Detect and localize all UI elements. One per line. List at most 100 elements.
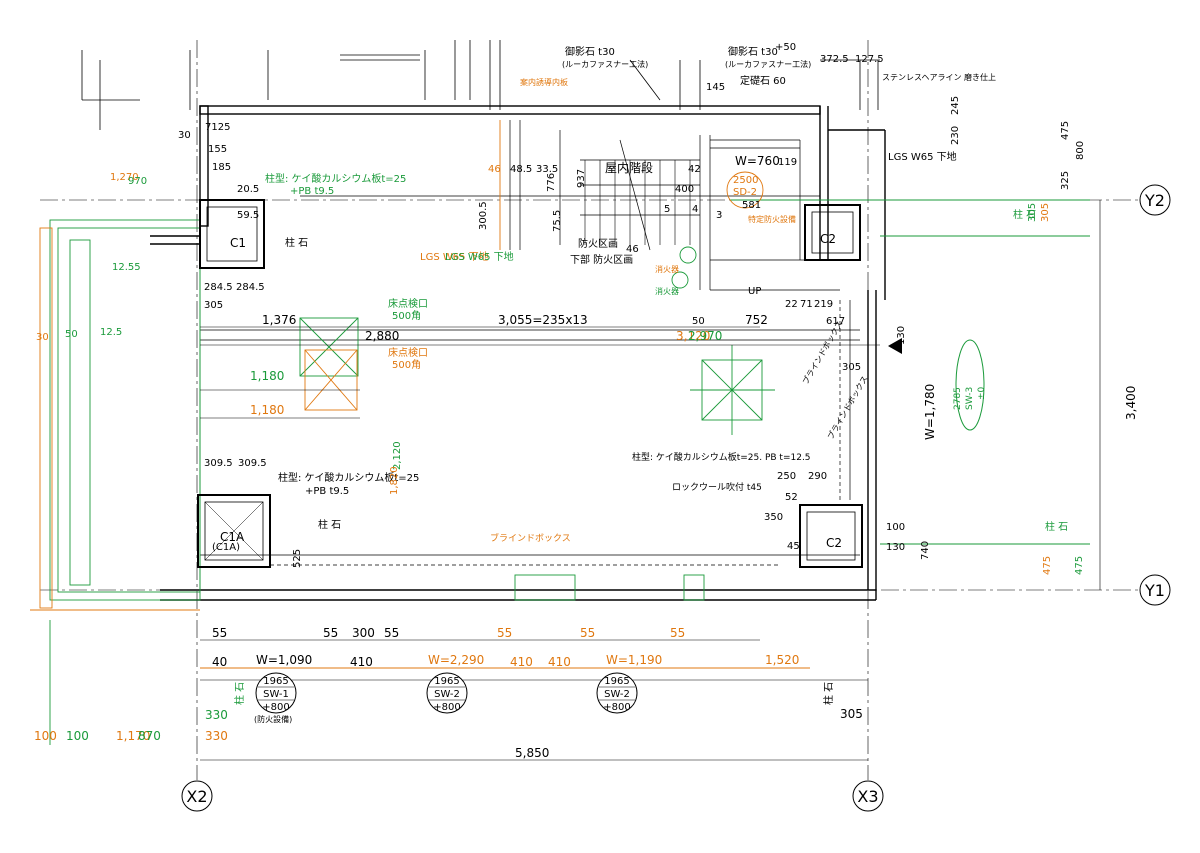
svg-text:Y1: Y1	[1144, 581, 1165, 600]
svg-text:4: 4	[692, 204, 698, 215]
svg-text:870: 870	[138, 729, 161, 743]
svg-text:185: 185	[212, 162, 231, 173]
svg-text:305: 305	[204, 300, 223, 311]
svg-text:W=1,190: W=1,190	[606, 653, 662, 667]
svg-text:752: 752	[745, 313, 768, 327]
svg-text:309.5: 309.5	[204, 458, 233, 469]
column-notes: 柱型: ケイ酸カルシウム板t=25 +PB t9.5 柱型: ケイ酸カルシウム板…	[265, 172, 1068, 533]
grid-bubble-y1: Y1	[1139, 574, 1171, 606]
bottom-dimensions: W=1,090 W=2,290 W=1,190 1,520 410 410 41…	[34, 626, 863, 760]
svg-text:475: 475	[1074, 556, 1085, 575]
svg-text:御影石 t30: 御影石 t30	[565, 45, 615, 58]
svg-text:柱 石: 柱 石	[233, 682, 246, 705]
svg-text:LGS W65 下地: LGS W65 下地	[445, 250, 514, 263]
sw1-window-tag: 1965 SW-1 +800	[255, 672, 297, 714]
svg-text:740: 740	[920, 541, 931, 560]
svg-text:55: 55	[497, 626, 512, 640]
stair-labels: 屋内階段 防火区画 下部 防火区画 消火器 消火器 LGS W65 下地 LGS…	[420, 154, 797, 297]
svg-text:500角: 500角	[392, 310, 421, 322]
svg-text:55: 55	[670, 626, 685, 640]
svg-text:1965: 1965	[434, 676, 459, 687]
svg-text:+50: +50	[775, 42, 796, 53]
svg-text:48.5: 48.5	[510, 164, 532, 175]
svg-text:5: 5	[664, 204, 670, 215]
svg-text:40: 40	[212, 655, 227, 669]
column-c2-upper: C2	[804, 204, 861, 261]
svg-text:475: 475	[1060, 121, 1071, 140]
floor-openings: 床点検口 500角 床点検口 500角	[388, 297, 428, 371]
dimension-lines	[200, 200, 1101, 761]
svg-text:100: 100	[66, 729, 89, 743]
svg-text:+PB t9.5: +PB t9.5	[290, 186, 334, 197]
grid-bubble-x2: X2	[181, 780, 213, 812]
svg-text:284.5: 284.5	[204, 282, 233, 293]
svg-text:3,120: 3,120	[676, 329, 710, 343]
svg-text:(C1A): (C1A)	[212, 542, 240, 553]
sw2-window-tag-b: 1965 SW-2 +800	[596, 672, 638, 714]
svg-text:Y2: Y2	[1144, 191, 1165, 210]
svg-text:581: 581	[742, 200, 761, 211]
svg-text:1,180: 1,180	[250, 403, 284, 417]
svg-text:W=1,090: W=1,090	[256, 653, 312, 667]
svg-text:3,055=235x13: 3,055=235x13	[498, 313, 588, 327]
svg-text:2,120: 2,120	[392, 441, 403, 470]
svg-text:130: 130	[886, 542, 905, 553]
svg-text:330: 330	[205, 729, 228, 743]
svg-text:SW-2: SW-2	[604, 689, 630, 700]
svg-text:(ルーカファスナー工法): (ルーカファスナー工法)	[725, 59, 811, 69]
svg-text:30: 30	[178, 130, 191, 141]
svg-text:2785: 2785	[953, 387, 963, 410]
svg-text:柱 石: 柱 石	[1045, 520, 1068, 533]
upper-context-lines	[81, 40, 880, 130]
svg-text:155: 155	[208, 144, 227, 155]
svg-text:309.5: 309.5	[238, 458, 267, 469]
svg-text:46: 46	[488, 164, 501, 175]
svg-text:300.5: 300.5	[478, 201, 489, 230]
svg-text:71: 71	[800, 299, 813, 310]
svg-text:330: 330	[205, 708, 228, 722]
svg-text:937: 937	[576, 169, 587, 188]
svg-text:SW-3: SW-3	[965, 387, 975, 410]
svg-text:1,520: 1,520	[765, 653, 799, 667]
svg-text:3: 3	[716, 210, 722, 221]
svg-text:C2: C2	[826, 536, 842, 550]
svg-text:525: 525	[292, 549, 303, 568]
svg-text:柱 石: 柱 石	[285, 236, 308, 249]
svg-text:22: 22	[785, 299, 798, 310]
svg-text:372.5: 372.5	[820, 54, 849, 65]
svg-text:50: 50	[692, 316, 705, 327]
svg-text:床点検口: 床点検口	[388, 346, 428, 359]
svg-text:55: 55	[384, 626, 399, 640]
svg-text:20.5: 20.5	[237, 184, 259, 195]
svg-text:46: 46	[626, 244, 639, 255]
svg-text:柱型: ケイ酸カルシウム板t=25: 柱型: ケイ酸カルシウム板t=25	[278, 471, 419, 484]
grid-lines	[40, 40, 1140, 780]
svg-text:145: 145	[706, 82, 725, 93]
middle-dimensions: 1,376 3,055=235x13 752 617 2,880 3,120 2…	[204, 313, 845, 568]
sw3-window-tag: 2785 SW-3 ±0	[953, 339, 987, 431]
svg-text:1965: 1965	[263, 676, 288, 687]
svg-text:100: 100	[34, 729, 57, 743]
svg-text:ステンレスヘアライン 磨き仕上: ステンレスヘアライン 磨き仕上	[882, 72, 996, 82]
exterior-walls	[150, 105, 886, 601]
svg-text:2,970: 2,970	[688, 329, 722, 343]
svg-text:+PB t9.5: +PB t9.5	[305, 486, 349, 497]
svg-text:325: 325	[1060, 171, 1071, 190]
svg-text:30: 30	[36, 332, 49, 343]
svg-text:12.5: 12.5	[100, 327, 122, 338]
svg-text:SW-2: SW-2	[434, 689, 460, 700]
svg-text:250: 250	[777, 471, 796, 482]
svg-text:290: 290	[808, 471, 827, 482]
svg-text:床点検口: 床点検口	[388, 297, 428, 310]
svg-text:800: 800	[1075, 141, 1086, 160]
svg-text:(ルーカファスナー工法): (ルーカファスナー工法)	[562, 59, 648, 69]
svg-text:W=1,780: W=1,780	[923, 384, 937, 440]
svg-text:UP: UP	[748, 286, 761, 297]
svg-text:LGS W65 下地: LGS W65 下地	[888, 150, 957, 163]
svg-text:+800: +800	[433, 702, 460, 713]
svg-text:±0: ±0	[977, 386, 987, 400]
svg-text:下部 防火区画: 下部 防火区画	[570, 253, 633, 266]
svg-text:1,170: 1,170	[116, 729, 150, 743]
svg-text:防火区画: 防火区画	[578, 237, 618, 250]
svg-text:柱型: ケイ酸カルシウム板t=25: 柱型: ケイ酸カルシウム板t=25	[265, 172, 406, 185]
